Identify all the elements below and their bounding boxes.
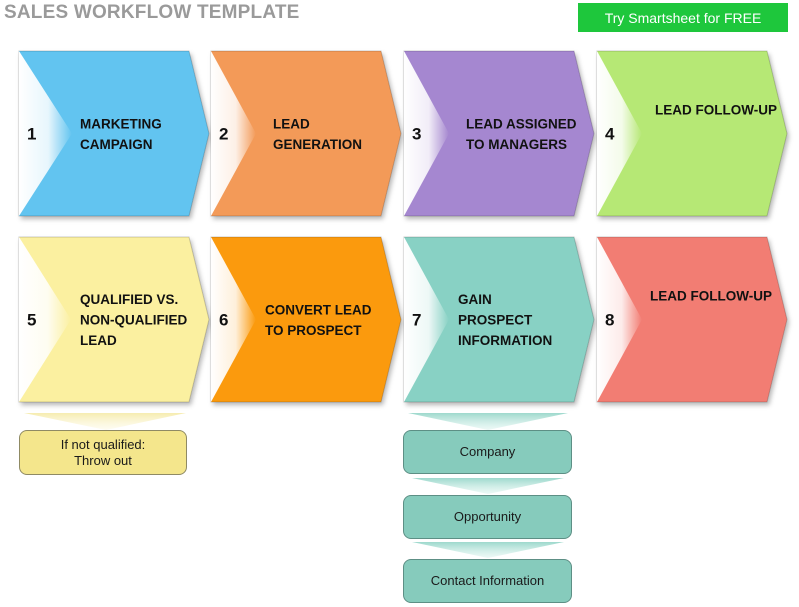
step-chevron-4: 4 LEAD FOLLOW-UP bbox=[596, 50, 788, 217]
step-chevron-notch bbox=[597, 237, 642, 402]
step-chevron-notch bbox=[597, 51, 642, 216]
step-chevron-notch bbox=[211, 51, 256, 216]
step-chevron-5: 5 QUALIFIED VS. NON-QUALIFIED LEAD bbox=[18, 236, 210, 403]
step-label-line: LEAD FOLLOW-UP bbox=[650, 289, 772, 304]
step-number: 1 bbox=[27, 125, 36, 144]
step-number: 7 bbox=[412, 311, 421, 330]
step-label-line: PROSPECT bbox=[458, 313, 533, 328]
step-chevron-7: 7 GAIN PROSPECT INFORMATION bbox=[403, 236, 595, 403]
step-label-line: LEAD bbox=[273, 116, 310, 131]
step-label-line: CONVERT LEAD bbox=[265, 302, 372, 317]
step-number: 3 bbox=[412, 125, 421, 144]
detail-box-opportunity: Opportunity bbox=[403, 495, 572, 539]
note-line-2: Throw out bbox=[74, 452, 132, 468]
try-smartsheet-button[interactable]: Try Smartsheet for FREE bbox=[578, 3, 788, 32]
step-chevron-8: 8 LEAD FOLLOW-UP bbox=[596, 236, 788, 403]
note-line-1: If not qualified: bbox=[60, 436, 146, 452]
step-label-line: LEAD ASSIGNED bbox=[466, 116, 577, 131]
step-chevron-notch bbox=[19, 237, 71, 402]
step-label-line: QUALIFIED VS. bbox=[80, 292, 178, 307]
step-label-line: GENERATION bbox=[273, 137, 362, 152]
step-label-line: INFORMATION bbox=[458, 333, 552, 348]
detail-label: Company bbox=[459, 444, 516, 459]
detail-box-company: Company bbox=[403, 430, 572, 474]
note-funnel bbox=[24, 413, 186, 430]
step-label-line: TO PROSPECT bbox=[265, 323, 362, 338]
detail-funnel-3 bbox=[412, 542, 564, 558]
step-chevron-notch bbox=[404, 237, 449, 402]
step-chevron-3: 3 LEAD ASSIGNED TO MANAGERS bbox=[403, 50, 595, 217]
detail-funnel-2 bbox=[412, 478, 564, 494]
page-title: SALES WORKFLOW TEMPLATE bbox=[4, 2, 300, 23]
step-label-line: MARKETING bbox=[80, 116, 162, 131]
step-chevron-1: 1 MARKETING CAMPAIGN bbox=[18, 50, 210, 217]
step-label-line: CAMPAIGN bbox=[80, 137, 153, 152]
detail-label: Contact Information bbox=[430, 573, 545, 588]
step-chevron-notch bbox=[211, 237, 256, 402]
step-chevron-2: 2 LEAD GENERATION bbox=[210, 50, 402, 217]
detail-funnel-1 bbox=[408, 413, 568, 430]
step-chevron-notch bbox=[19, 51, 72, 216]
not-qualified-note: If not qualified: Throw out bbox=[19, 430, 187, 475]
step-number: 4 bbox=[605, 125, 615, 144]
detail-label: Opportunity bbox=[453, 509, 522, 524]
step-chevron-6: 6 CONVERT LEAD TO PROSPECT bbox=[210, 236, 402, 403]
step-chevron-notch bbox=[404, 51, 449, 216]
step-number: 5 bbox=[27, 311, 36, 330]
step-number: 6 bbox=[219, 311, 228, 330]
detail-box-contact-information: Contact Information bbox=[403, 559, 572, 603]
step-label-line: LEAD FOLLOW-UP bbox=[655, 103, 777, 118]
step-number: 8 bbox=[605, 311, 614, 330]
step-label-line: NON-QUALIFIED bbox=[80, 313, 187, 328]
step-label-line: GAIN bbox=[458, 292, 492, 307]
step-label-line: LEAD bbox=[80, 333, 117, 348]
step-number: 2 bbox=[219, 125, 228, 144]
step-label-line: TO MANAGERS bbox=[466, 137, 567, 152]
